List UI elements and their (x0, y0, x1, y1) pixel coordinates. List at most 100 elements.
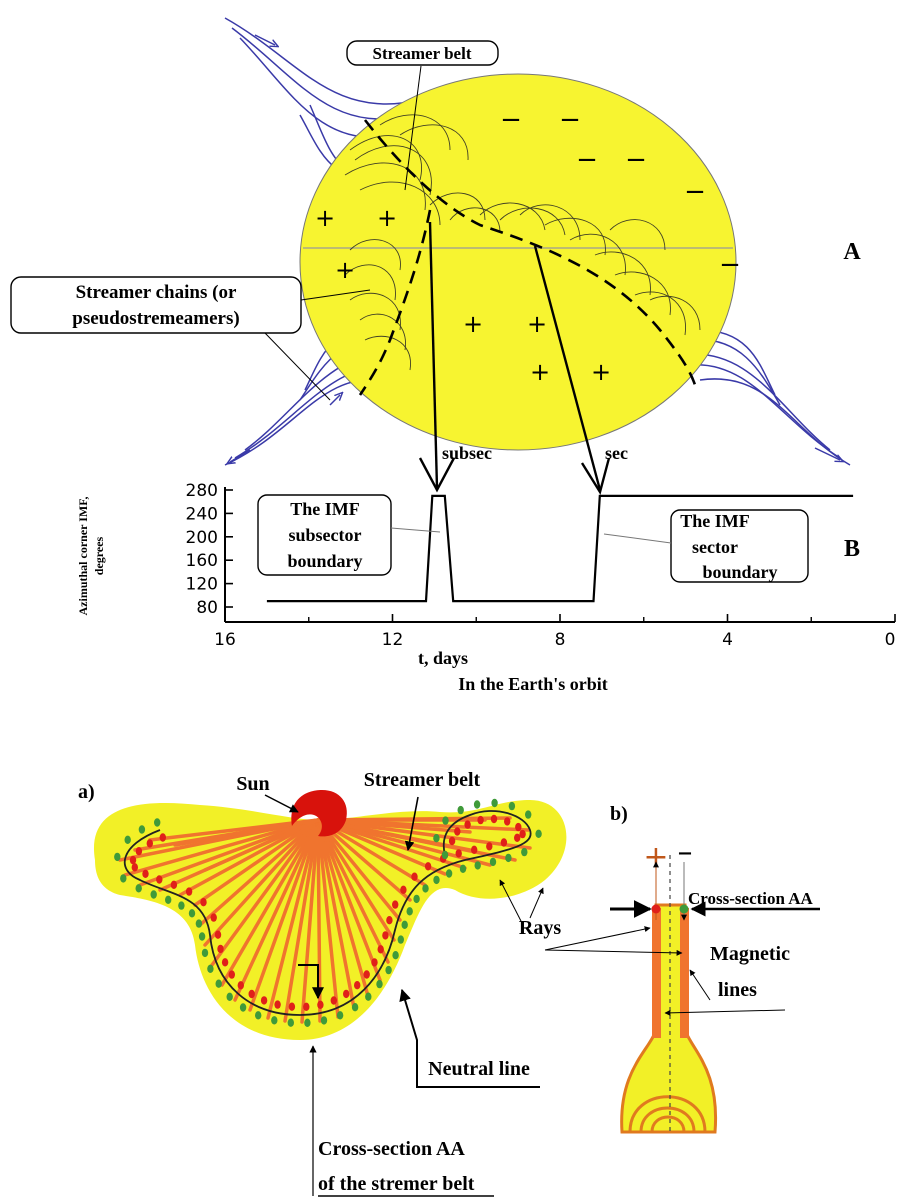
y-tick-label: 240 (186, 504, 218, 524)
y-tick-label: 280 (186, 481, 218, 501)
streamer-chains-label-line2: pseudostremeamers) (72, 308, 239, 329)
green-dot (413, 895, 419, 903)
red-dot (186, 887, 192, 895)
red-dot (147, 839, 153, 847)
red-dot (274, 1000, 280, 1008)
minus-sign: − (559, 105, 581, 135)
minus-sign: − (684, 177, 706, 207)
x-tick-label: 16 (214, 630, 236, 650)
red-dot (504, 817, 510, 825)
green-dot (199, 932, 205, 940)
green-dot (392, 951, 398, 959)
green-dot (442, 816, 448, 824)
red-dot (386, 916, 392, 924)
cross-section-aa-label: Cross-section AA (688, 889, 814, 908)
red-dot (200, 898, 206, 906)
x-tick-label: 12 (382, 630, 404, 650)
green-dot (525, 810, 531, 818)
red-dot (519, 830, 525, 838)
plus-sign: + (527, 310, 547, 338)
green-dot (490, 858, 496, 866)
rays-label: Rays (519, 917, 561, 939)
green-dot (475, 861, 481, 869)
red-dot (464, 820, 470, 828)
y-axis-label-line1: Azimuthal corner IMF, (76, 497, 90, 616)
plus-sign: + (335, 256, 355, 284)
green-dot (321, 1016, 327, 1024)
red-dot (449, 837, 455, 845)
green-dot (385, 966, 391, 974)
green-dot (458, 806, 464, 814)
x-axis-label: t, days (418, 648, 468, 668)
red-dot (456, 849, 462, 857)
streamer-chains-pointer (265, 333, 330, 400)
green-dot (120, 874, 126, 882)
red-dot (136, 847, 142, 855)
panel-b-imf-chart: Azimuthal corner IMF, degrees 2802402001… (76, 481, 895, 694)
red-dot (289, 1003, 295, 1011)
plus-sign: + (591, 358, 611, 386)
green-dot (255, 1011, 261, 1019)
red-dot (171, 881, 177, 889)
red-dot (249, 990, 255, 998)
streamer-chains-label-line1: Streamer chains (or (76, 282, 237, 303)
sun-pointer (265, 795, 298, 812)
chart-subtitle: In the Earth's orbit (458, 674, 608, 694)
green-dot (376, 980, 382, 988)
x-tick-label: 0 (885, 630, 896, 650)
red-dot (364, 970, 370, 978)
red-dot (371, 958, 377, 966)
red-dot (471, 846, 477, 854)
streamer-belt-label-lower: Streamer belt (364, 769, 481, 791)
green-dot (433, 876, 439, 884)
red-dot (142, 870, 148, 878)
green-dot (165, 896, 171, 904)
red-dot (229, 970, 235, 978)
red-dot (378, 945, 384, 953)
red-dot (222, 958, 228, 966)
red-dot (132, 863, 138, 871)
subsector-box-line2: subsector (289, 525, 362, 545)
panel-a-streamer-belt: a) Sun Streamer belt Rays Neutral line C… (78, 769, 566, 1196)
subsector-pointer (391, 528, 440, 532)
green-dot (352, 1003, 358, 1011)
sec-label: sec (605, 443, 628, 463)
green-dot (446, 869, 452, 877)
green-dot (460, 865, 466, 873)
neutral-line-label: Neutral line (428, 1058, 530, 1080)
plus-sign: + (377, 204, 397, 232)
green-dot (125, 836, 131, 844)
red-dot (501, 838, 507, 846)
minus-sign: − (500, 105, 522, 135)
magnetic-lines-label-line2: lines (718, 979, 757, 1001)
subsec-label: subsec (442, 443, 492, 463)
green-dot (216, 980, 222, 988)
green-dot (505, 854, 511, 862)
red-dot (261, 996, 267, 1004)
red-dot (217, 945, 223, 953)
red-dot (354, 981, 360, 989)
green-dot (535, 830, 541, 838)
sector-box-line1: The IMF (680, 511, 750, 531)
cross-section-label-line1: Cross-section AA (318, 1138, 465, 1160)
green-dot (337, 1011, 343, 1019)
green-dot (240, 1003, 246, 1011)
red-dot (303, 1003, 309, 1011)
green-dot (227, 993, 233, 1001)
red-dot (130, 856, 136, 864)
green-dot (402, 921, 408, 929)
green-dot (521, 848, 527, 856)
green-dot (288, 1019, 294, 1027)
ray-right (680, 908, 689, 1038)
green-dot (139, 825, 145, 833)
red-dot (514, 834, 520, 842)
sector-pointer (604, 534, 671, 543)
green-dot (151, 890, 157, 898)
red-dot (160, 833, 166, 841)
magnetic-lines-label-line1: Magnetic (710, 943, 790, 965)
subsector-box-line1: The IMF (290, 499, 360, 519)
green-dot (365, 993, 371, 1001)
red-dot (400, 886, 406, 894)
red-dot (392, 900, 398, 908)
